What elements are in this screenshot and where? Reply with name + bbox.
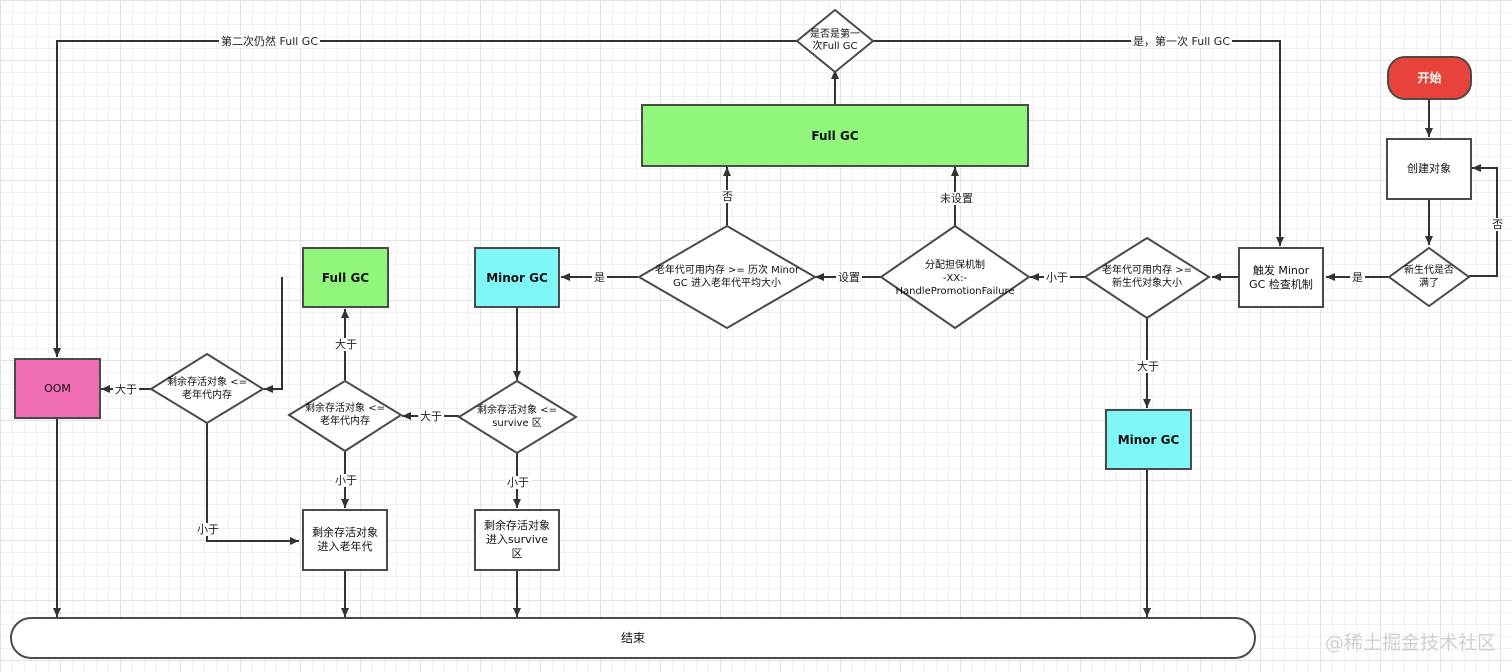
diamond-old-ge-young (1083, 236, 1211, 320)
edge-label-less-handle: 小于 (1044, 271, 1070, 284)
edge-label-less-old-mid: 小于 (333, 474, 359, 487)
end-node: 结束 (10, 617, 1256, 659)
edge-label-setting: 设置 (836, 271, 862, 284)
start-node: 开始 (1387, 56, 1472, 100)
edge-label-greater-survive: 大于 (418, 410, 444, 423)
watermark: @稀土掘金技术社区 (1325, 632, 1497, 654)
diamond-young-full (1387, 246, 1471, 308)
edge-second-oom (53, 40, 797, 357)
edge-label-greater-minor: 大于 (1135, 360, 1161, 373)
oom-node: OOM (14, 358, 101, 419)
edge-label-yes-trigger: 是 (1350, 271, 1365, 284)
trigger-minor-node: 触发 Minor GC 检查机制 (1238, 247, 1324, 308)
edge-label-less-old-left: 小于 (195, 523, 221, 536)
diamond-old-check-mid (287, 379, 403, 453)
diamond-handle-promotion (879, 224, 1031, 330)
edge-label-no-loop: 否 (1490, 218, 1505, 231)
diamond-old-check-left (149, 352, 265, 425)
enter-survive-node: 剩余存活对象 进入survive 区 (474, 509, 560, 571)
enter-old-node: 剩余存活对象 进入老年代 (302, 509, 388, 571)
diamond-old-ge-avg (637, 224, 817, 330)
diamond-first-full-gc (795, 8, 875, 74)
edge-less-enterold-left (206, 422, 299, 545)
diamond-survive-check (457, 379, 578, 455)
edge-label-yes-minor: 是 (592, 271, 607, 284)
minor-gc-mid-node: Minor GC (474, 247, 560, 308)
edge-fullsmall-oldleft (264, 277, 283, 393)
full-gc-small-node: Full GC (302, 247, 389, 308)
edge-label-not-set: 未设置 (938, 192, 975, 205)
create-object-node: 创建对象 (1386, 138, 1472, 200)
edge-label-less-survive: 小于 (505, 476, 531, 489)
full-gc-main-node: Full GC (641, 104, 1029, 167)
edge-label-greater-old-left: 大于 (113, 383, 139, 396)
edge-label-second-full-gc: 第二次仍然 Full GC (219, 35, 321, 48)
edge-label-yes-first-full-gc: 是，第一次 Full GC (1131, 35, 1233, 48)
edge-label-greater-old-mid: 大于 (333, 338, 359, 351)
edge-label-no-full: 否 (720, 190, 735, 203)
edge-yes-first-trigger (873, 40, 1284, 246)
minor-gc-right-node: Minor GC (1105, 409, 1192, 470)
